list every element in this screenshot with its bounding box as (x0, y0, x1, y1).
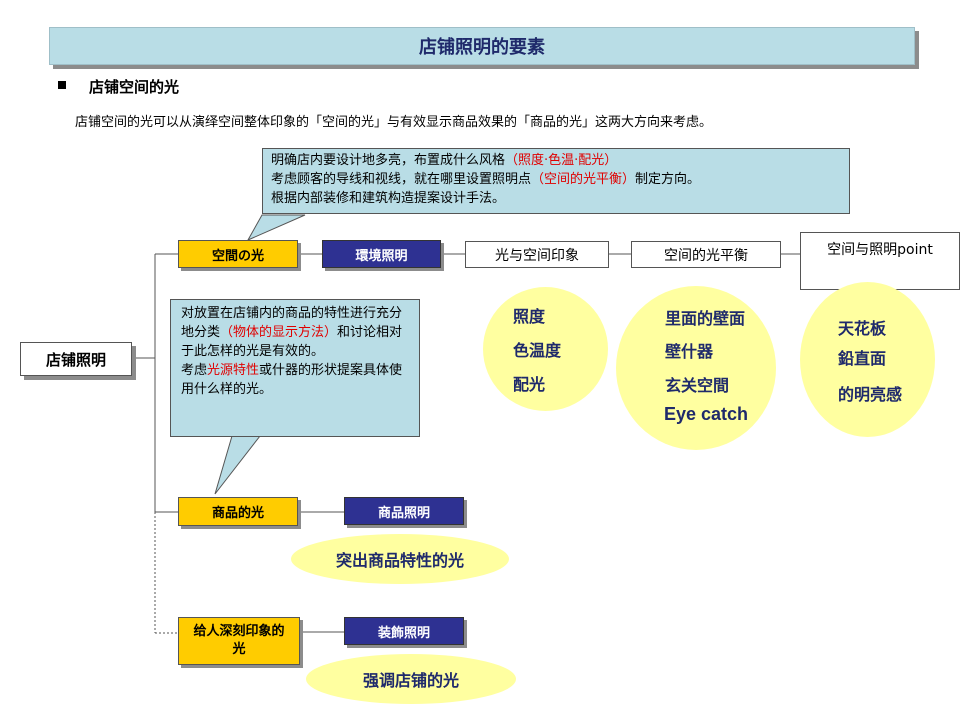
light-and-space-box: 光与空间印象 (465, 241, 609, 268)
intro-text: 店铺空间的光可以从演绎空间整体印象的「空间的光」与有效显示商品效果的「商品的光」… (75, 115, 713, 130)
ellipse-text: 鉛直面 (838, 349, 887, 368)
ellipse-text: 里面的壁面 (665, 309, 746, 328)
ellipse-brightness: 天花板 鉛直面 的明亮感 (800, 282, 935, 437)
ellipse-text: 玄关空間 (665, 376, 730, 395)
page-title: 店铺照明的要素 (49, 27, 915, 65)
ellipse-emphasize-shop: 强调店铺的光 (306, 654, 516, 704)
product-lighting-box: 商品照明 (344, 497, 464, 525)
ellipse-space-balance: 里面的壁面 壁什器 玄关空間 Eye catch (616, 286, 776, 450)
space-point-box: 空间与照明point (800, 232, 960, 290)
branch-impression-light: 给人深刻印象的光 (178, 617, 300, 665)
top-callout-line2: 考虑顾客的导线和视线，就在哪里设置照明点（空间的光平衡）制定方向。 (271, 172, 701, 187)
ellipse-text: 的明亮感 (838, 385, 903, 404)
branch-space-light: 空間の光 (178, 240, 298, 268)
top-callout: 明确店内要设计地多亮，布置成什么风格（照度·色温·配光） 考虑顾客的导线和视线，… (262, 148, 850, 214)
top-callout-line1: 明确店内要设计地多亮，布置成什么风格（照度·色温·配光） (271, 153, 618, 168)
ellipse-text: 天花板 (838, 319, 887, 338)
decorative-lighting-box: 装飾照明 (344, 617, 464, 645)
root-node: 店铺照明 (20, 342, 132, 376)
ellipse-text: 强调店铺的光 (362, 671, 459, 690)
ellipse-text: 照度 (513, 307, 546, 326)
branch-product-light: 商品的光 (178, 497, 298, 526)
ellipse-text: 壁什器 (665, 342, 714, 361)
environment-lighting-box: 環境照明 (322, 240, 441, 268)
mid-callout-tail (214, 435, 262, 495)
top-callout-line3: 根据内部装修和建筑构造提案设计手法。 (271, 191, 506, 206)
mid-callout: 对放置在店铺内的商品的特性进行充分地分类（物体的显示方法）和讨论相对于此怎样的光… (170, 299, 420, 437)
space-balance-box: 空间的光平衡 (631, 241, 781, 268)
ellipse-text: 突出商品特性的光 (335, 551, 464, 570)
ellipse-product-feature: 突出商品特性的光 (291, 534, 509, 584)
ellipse-text: 配光 (513, 375, 546, 394)
ellipse-illuminance: 照度 色温度 配光 (483, 287, 608, 411)
ellipse-text: Eye catch (664, 404, 749, 424)
bullet-square-icon (58, 81, 66, 89)
section-heading: 店铺空间的光 (89, 78, 180, 96)
ellipse-text: 色温度 (513, 341, 562, 360)
top-callout-tail (246, 214, 306, 242)
